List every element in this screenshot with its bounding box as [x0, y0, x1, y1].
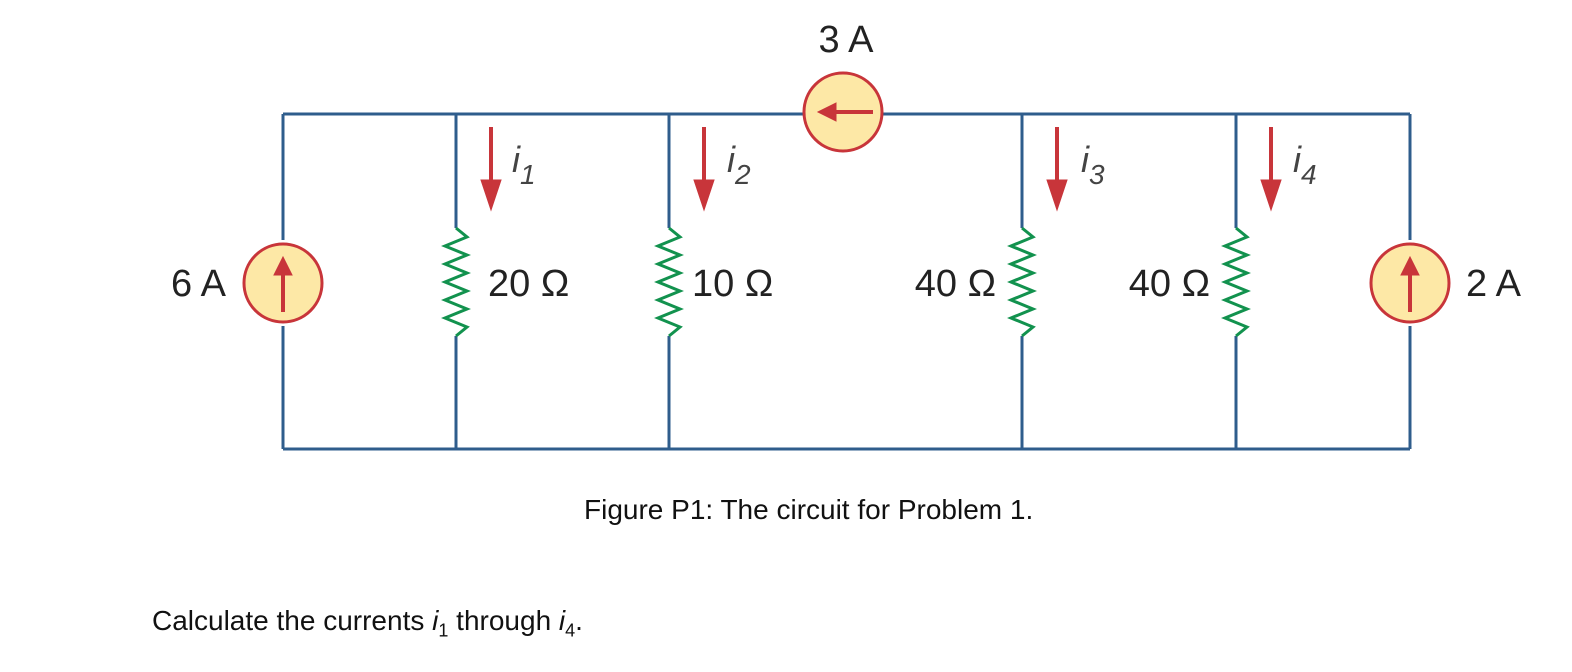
- current-arrow-i4: [1260, 127, 1282, 212]
- source-label-2a: 2 A: [1466, 263, 1522, 305]
- figure-caption: Figure P1: The circuit for Problem 1.: [584, 494, 1034, 525]
- current-arrow-i3: [1046, 127, 1068, 212]
- resistor-40-ohm-a: [1007, 226, 1037, 338]
- question-middle: through: [448, 605, 559, 636]
- down-arrow-icon: [1046, 179, 1068, 212]
- current-label-i1: i1: [512, 139, 536, 190]
- current-label-i2: i2: [727, 139, 751, 190]
- circuit-wires: [281, 112, 1412, 451]
- down-arrow-icon: [693, 179, 715, 212]
- left-arrow-icon: [816, 102, 837, 122]
- question-prefix: Calculate the currents: [152, 605, 433, 636]
- question-sub2: 4: [565, 620, 576, 641]
- resistor-label-10: 10 Ω: [692, 263, 773, 305]
- question-var2: i: [558, 605, 566, 636]
- source-label-3a: 3 A: [819, 19, 875, 61]
- question-text: Calculate the currents i1 through i4.: [152, 605, 583, 642]
- source-2a: [1369, 242, 1451, 324]
- source-label-6a: 6 A: [171, 263, 227, 305]
- current-label-i4: i4: [1293, 139, 1317, 190]
- current-arrow-i1: [480, 127, 502, 212]
- resistor-20-ohm: [441, 226, 471, 338]
- resistor-10-ohm: [654, 226, 684, 338]
- question-suffix: .: [575, 605, 583, 636]
- source-3a: [802, 71, 884, 153]
- resistor-label-40-a: 40 Ω: [915, 263, 996, 305]
- resistor-label-40-b: 40 Ω: [1129, 263, 1210, 305]
- down-arrow-icon: [480, 179, 502, 212]
- question-var1: i: [432, 605, 439, 636]
- current-arrow-i2: [693, 127, 715, 212]
- resistor-label-20: 20 Ω: [488, 263, 569, 305]
- down-arrow-icon: [1260, 179, 1282, 212]
- resistor-40-ohm-b: [1221, 226, 1251, 338]
- up-arrow-icon: [273, 255, 293, 276]
- question-sub1: 1: [438, 620, 449, 641]
- current-label-i3: i3: [1081, 139, 1105, 190]
- source-6a: [242, 242, 324, 324]
- up-arrow-icon: [1400, 255, 1420, 276]
